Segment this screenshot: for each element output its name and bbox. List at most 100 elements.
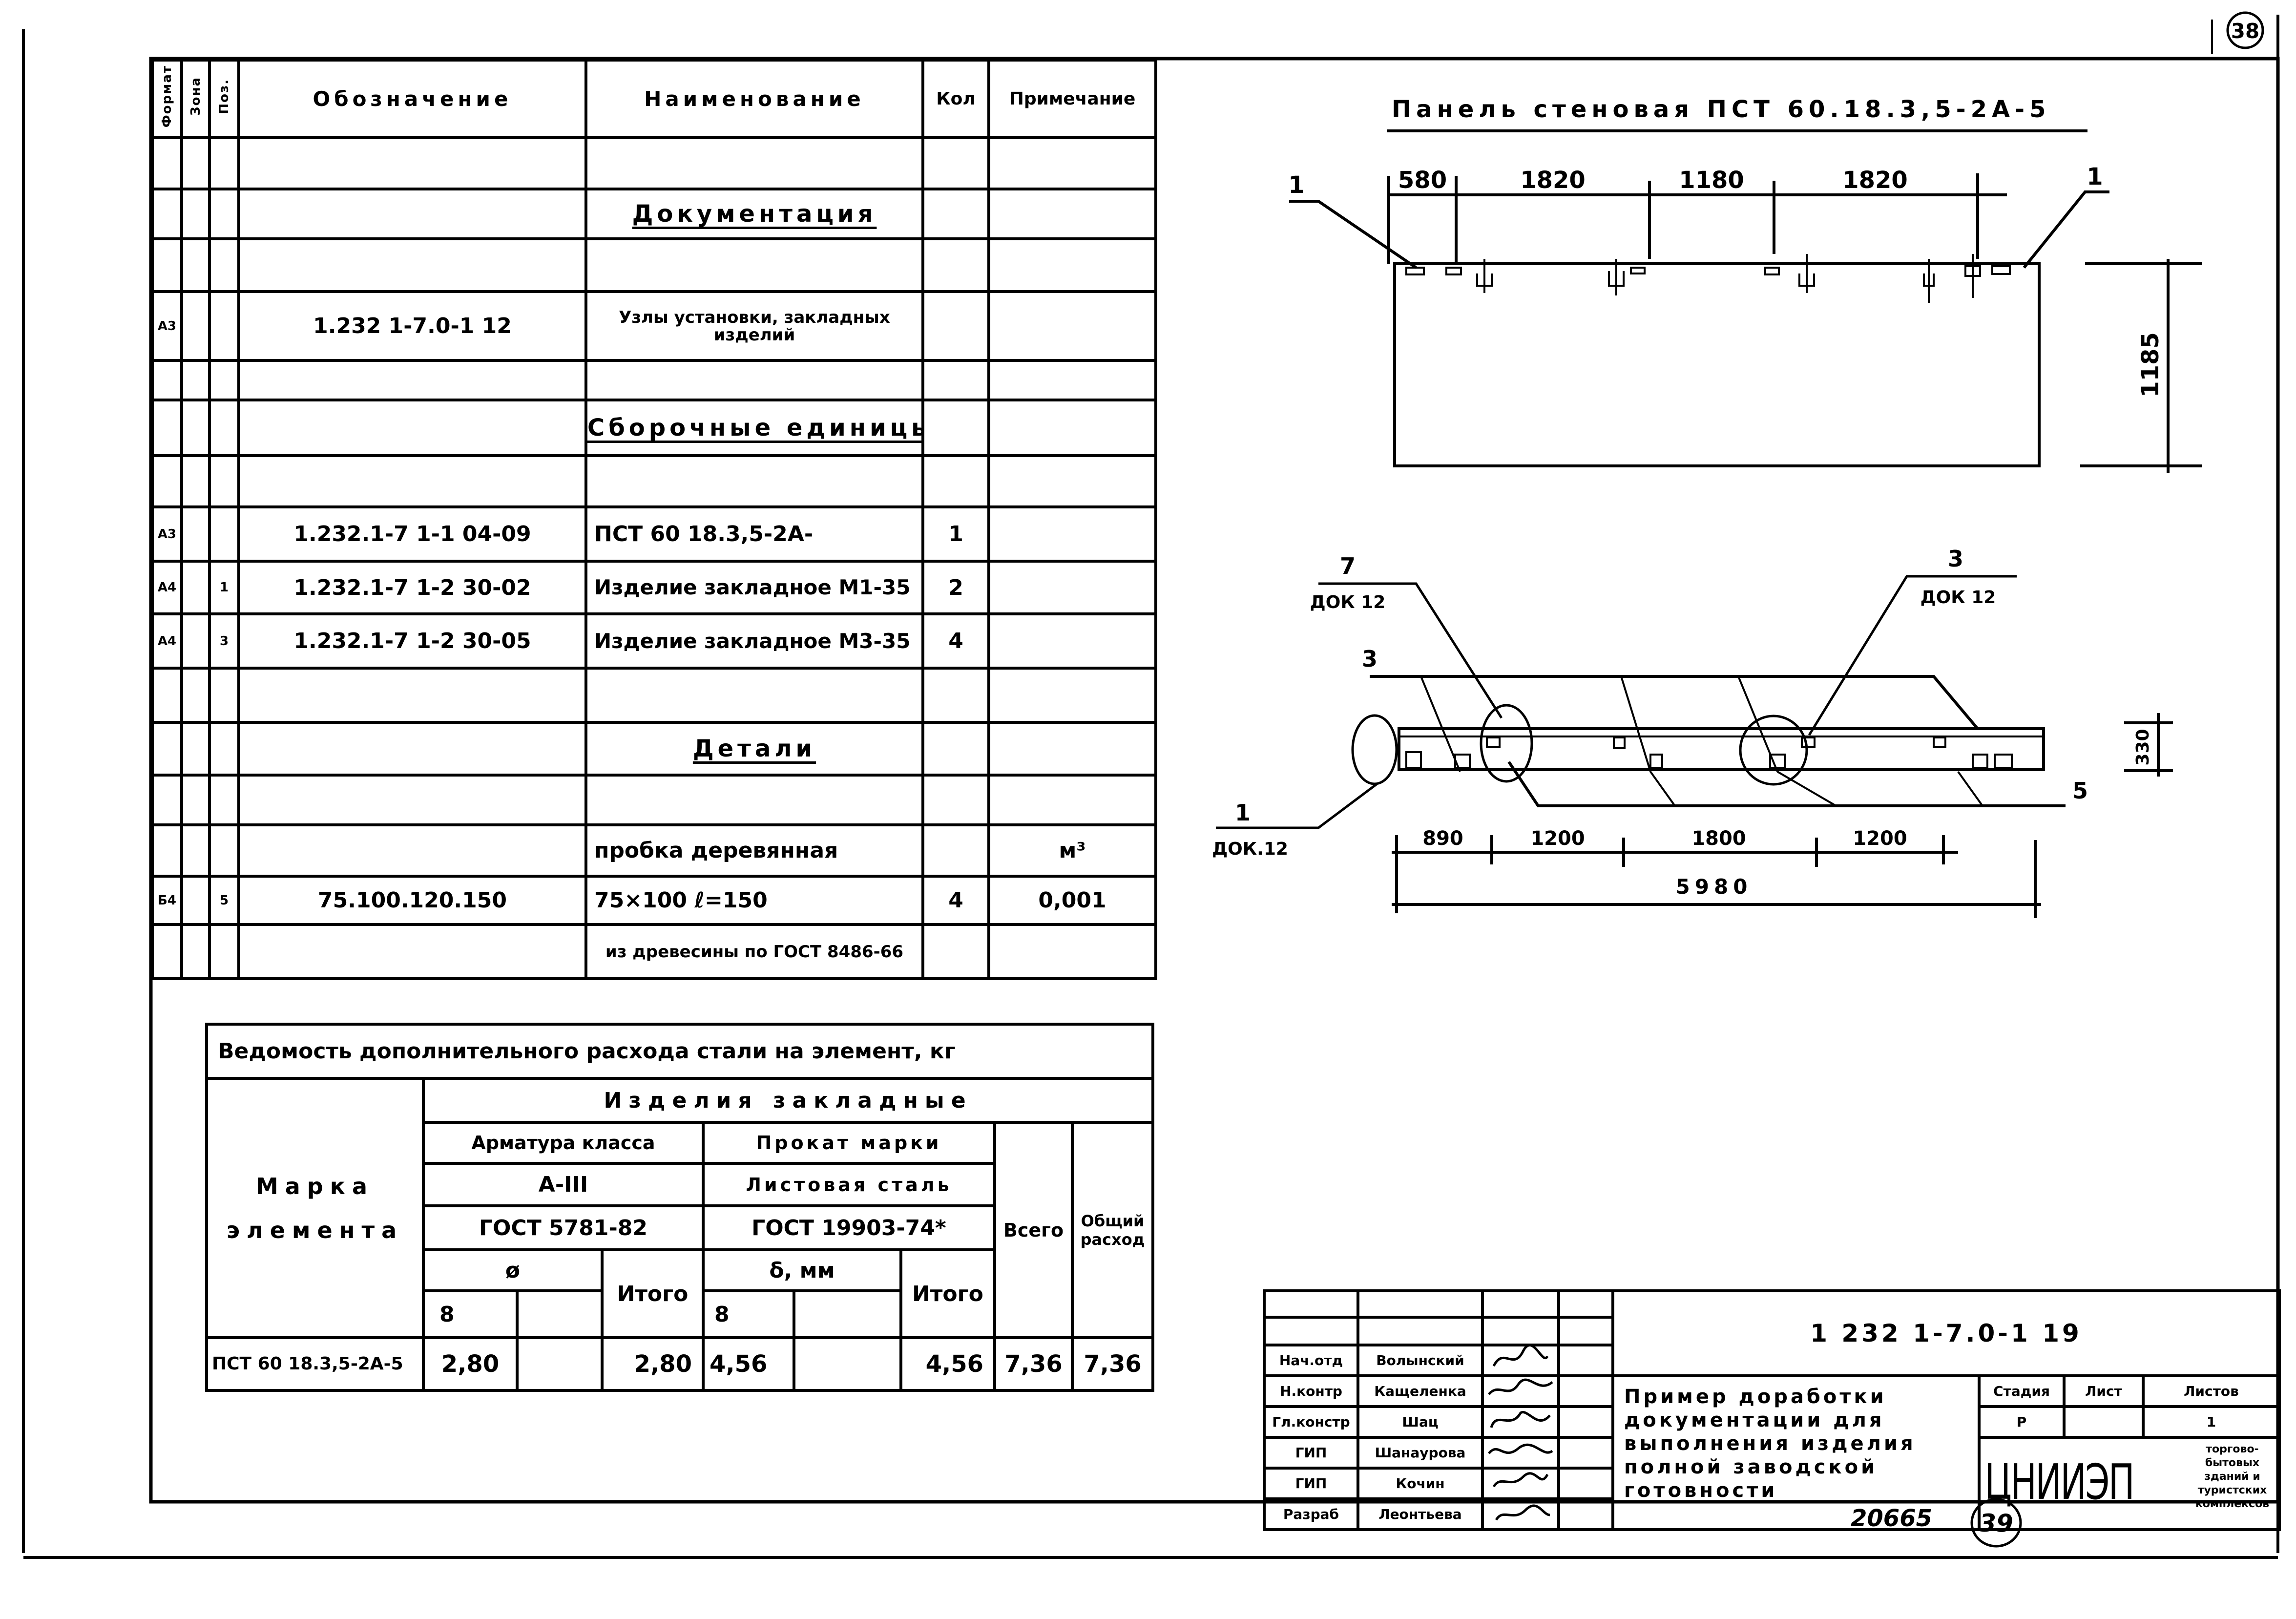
- panel-section-view: 7 ДОК 12 3 ДОК 12 3 5 1 ДОК.12 330 890 1…: [1212, 546, 2173, 918]
- signature-row: Гл.констр Шац Р 1: [1263, 1405, 2281, 1439]
- dim-label: 1800: [1691, 827, 1746, 850]
- cell-designation: 1.232 1-7.0-1 12: [237, 290, 587, 362]
- role: Н.контр: [1263, 1374, 1359, 1408]
- cell-format: А4: [151, 560, 183, 615]
- signature-scribble: [1495, 1504, 1550, 1521]
- cell-zone: [180, 875, 211, 926]
- cell-qty: 4: [921, 612, 990, 670]
- plate-8-value: 4,56: [702, 1336, 795, 1392]
- header-designation: Обозначение: [237, 59, 587, 139]
- sheet-number: 38: [2231, 19, 2259, 43]
- overall-header: Общий расход: [1070, 1121, 1155, 1339]
- cell-pos: [208, 721, 240, 777]
- overall-dim-label: 5980: [1676, 875, 1753, 899]
- cell-qty: [921, 399, 990, 457]
- cell-format: А3: [151, 505, 183, 563]
- spec-row: [151, 774, 1157, 826]
- cell-note: м³: [987, 823, 1157, 878]
- header-format: Формат: [160, 64, 174, 128]
- cell-note: [987, 136, 1157, 190]
- group-header: Изделия закладные: [421, 1077, 1155, 1124]
- leader-label: 1: [2087, 163, 2103, 190]
- cell-qty: [921, 454, 990, 508]
- cell-note: [987, 399, 1157, 457]
- cell-designation: [237, 188, 587, 240]
- overall-value: 7,36: [1070, 1336, 1155, 1392]
- cell-name: Сборочные единицы: [584, 399, 924, 457]
- org-logo-text: ЦНИИЭП: [1984, 1453, 2135, 1511]
- cell-zone: [180, 823, 211, 878]
- plate-gost: ГОСТ 19903-74*: [702, 1204, 996, 1251]
- cell-format: [151, 667, 183, 724]
- role: Гл.констр: [1263, 1405, 1359, 1439]
- cell-qty: 1: [921, 505, 990, 563]
- cell-note: [987, 188, 1157, 240]
- cell-designation: [237, 136, 587, 190]
- spec-row: Детали: [151, 721, 1157, 777]
- height-dim-label: 1185: [2137, 332, 2164, 398]
- cell-pos: [208, 359, 240, 401]
- rebar-8-value: 2,80: [422, 1336, 519, 1392]
- steel-data-row: ПСТ 60 18.3,5-2А-5 2,80 2,80 4,56 4,56 7…: [205, 1336, 1155, 1392]
- spec-row: Сборочные единицы: [151, 399, 1157, 457]
- cell-pos: [208, 923, 240, 980]
- cell-name: [584, 237, 924, 293]
- cell-name: Изделие закладное М3-35: [584, 612, 924, 670]
- signature-row: Н.контр Кащеленка Пример доработки докум…: [1263, 1374, 2281, 1531]
- cell-qty: [921, 136, 990, 190]
- signature-row: ГИП Шанаурова ЦНИИЭП торгово-бытовых зда…: [1263, 1436, 2281, 1531]
- cell-designation: 1.232.1-7 1-2 30-02: [237, 560, 587, 615]
- document-title: Пример доработки документации для выполн…: [1611, 1374, 1981, 1531]
- cell-name: пробка деревянная: [584, 823, 924, 878]
- spec-row: Документация: [151, 188, 1157, 240]
- leader-label: 5: [2072, 778, 2088, 804]
- dim-label: 1820: [1842, 167, 1908, 194]
- stage-label: Стадия: [1978, 1374, 2066, 1408]
- cell-qty: [921, 290, 990, 362]
- cell-name: Документация: [584, 188, 924, 240]
- cell-zone: [180, 505, 211, 563]
- rebar-total-value: 2,80: [601, 1336, 705, 1392]
- cell-format: [151, 359, 183, 401]
- leader-label: 3: [1362, 646, 1378, 672]
- cell-zone: [180, 774, 211, 826]
- cell-zone: [180, 136, 211, 190]
- title-block: 1 232 1-7.0-1 19 Нач.отд Волынский Н.кон…: [1263, 1289, 2281, 1531]
- signer-name: Волынский: [1357, 1344, 1484, 1377]
- role: Нач.отд: [1263, 1344, 1359, 1377]
- cell-note: [987, 667, 1157, 724]
- dim-label: 1820: [1520, 167, 1586, 194]
- organization-logo: ЦНИИЭП торгово-бытовых зданий и туристск…: [1978, 1436, 2281, 1531]
- cell-format: [151, 823, 183, 878]
- cell-designation: [237, 454, 587, 508]
- cell-pos: 5: [208, 875, 240, 926]
- plate-total-header: Итого: [899, 1248, 996, 1339]
- rebar-gost: ГОСТ 5781-82: [422, 1204, 705, 1251]
- signature-image: [1481, 1467, 1560, 1500]
- cell-note: [987, 290, 1157, 362]
- cell-name: ПСТ 60 18.3,5-2А-: [584, 505, 924, 563]
- cell-designation: [237, 359, 587, 401]
- cell-name: [584, 359, 924, 401]
- spec-row: [151, 237, 1157, 293]
- cell-zone: [180, 560, 211, 615]
- cell-qty: 4: [921, 875, 990, 926]
- cell-format: [151, 136, 183, 190]
- plate-label: Прокат марки: [702, 1121, 996, 1165]
- cell-zone: [180, 923, 211, 980]
- plate-size: 8: [702, 1289, 795, 1339]
- cell-name: [584, 667, 924, 724]
- signature-scribble: [1490, 1411, 1551, 1428]
- cell-pos: [208, 667, 240, 724]
- cell-designation: 1.232.1-7 1-2 30-05: [237, 612, 587, 670]
- cell-pos: [208, 237, 240, 293]
- cell-note: [987, 612, 1157, 670]
- cell-note: [987, 454, 1157, 508]
- plate-total-value: 4,56: [899, 1336, 996, 1392]
- cell-qty: [921, 667, 990, 724]
- signature-scribble: [1492, 1348, 1549, 1367]
- thickness-dim-label: 330: [2133, 729, 2153, 765]
